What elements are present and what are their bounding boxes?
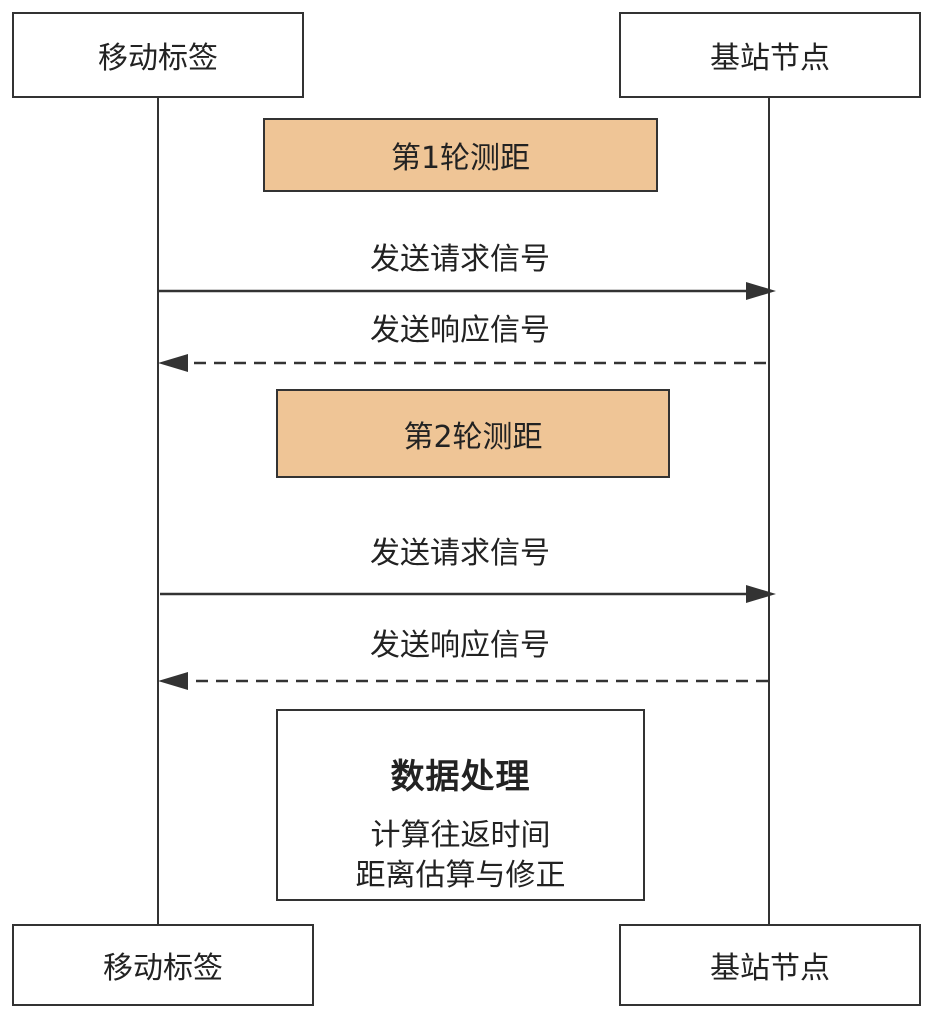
participant-anchor-label: 基站节点 [710,41,830,76]
participant-anchor-bottom: 基站节点 [619,924,921,1006]
round-2-request-label: 发送请求信号 [370,536,550,571]
participant-tag-label-bottom: 移动标签 [103,951,223,986]
round-2-response-label: 发送响应信号 [370,628,550,663]
round-1-label: 第1轮测距 [390,141,531,176]
participant-tag-bottom: 移动标签 [12,924,314,1006]
round-1-response-label: 发送响应信号 [370,313,550,348]
processing-line-2: 距离估算与修正 [355,858,566,893]
processing-title: 数据处理 [390,757,531,797]
round-2-response-arrow [158,672,768,690]
lifeline-anchor [768,98,770,924]
participant-anchor-label-bottom: 基站节点 [710,951,830,986]
round-2-box: 第2轮测距 [276,389,670,478]
participant-tag-label: 移动标签 [98,41,218,76]
lifeline-tag [157,98,159,924]
participant-tag-top: 移动标签 [12,12,304,98]
processing-line-1: 计算往返时间 [370,818,551,853]
processing-box: 数据处理 计算往返时间 距离估算与修正 [276,709,645,901]
participant-anchor-top: 基站节点 [619,12,921,98]
round-2-request-arrow [160,585,776,603]
round-1-box: 第1轮测距 [263,118,658,192]
round-1-request-label: 发送请求信号 [370,242,550,277]
round-1-response-arrow [158,354,766,372]
round-2-label: 第2轮测距 [403,419,543,455]
round-1-request-arrow [158,282,776,300]
